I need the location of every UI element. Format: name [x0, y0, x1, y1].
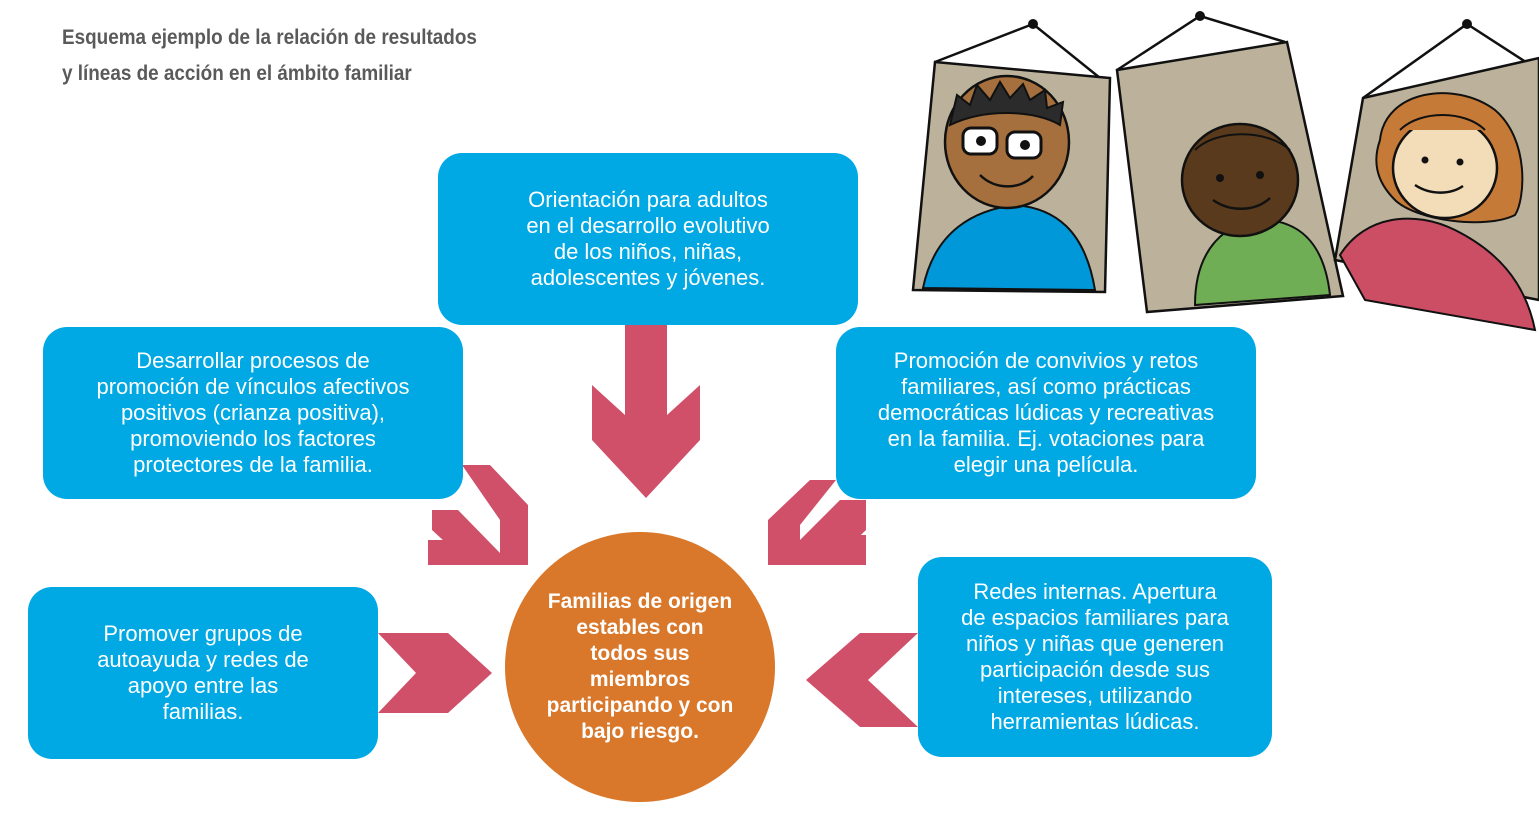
box-top-line: en el desarrollo evolutivo: [526, 213, 770, 238]
box-left-lower-line: familias.: [162, 699, 244, 724]
arrow-chevron-upper-right-3: [830, 535, 866, 565]
center-line: estables con: [576, 616, 704, 639]
center-line: bajo riesgo.: [581, 720, 699, 743]
box-right-lower-line: Redes internas. Apertura: [973, 579, 1217, 604]
arrow-right-head: [400, 633, 492, 713]
center-line: miembros: [589, 668, 691, 691]
box-right-upper-line: en la familia. Ej. votaciones para: [887, 426, 1205, 451]
family-portraits-illustration: [911, 11, 1539, 332]
box-internal-networks: Redes internas. Apertura de espacios fam…: [918, 557, 1272, 757]
center-line: todos sus: [590, 642, 690, 665]
arrow-chevron-upper-left-2: [432, 510, 500, 565]
box-left-lower-line: autoayuda y redes de: [97, 647, 309, 672]
portrait-frame-girl: [1333, 19, 1539, 332]
box-top-line: de los niños, niñas,: [553, 239, 743, 264]
center-line: Familias de origen: [547, 590, 733, 613]
box-right-upper-line: familiares, así como prácticas: [901, 374, 1191, 399]
arrow-chevron-upper-right-1: [768, 480, 836, 565]
portrait-frame-boy-glasses: [911, 19, 1112, 294]
box-family-activities: Promoción de convivios y retos familiare…: [836, 327, 1256, 499]
box-right-lower-line: de espacios familiares para: [961, 605, 1229, 630]
box-left-upper-line: promoviendo los factores: [130, 426, 376, 451]
arrow-chevron-upper-left-3: [428, 540, 470, 565]
box-left-upper-line: promoción de vínculos afectivos: [96, 374, 410, 399]
diagram-title: Esquema ejemplo de la relación de result…: [62, 20, 566, 92]
box-left-upper-line: positivos (crianza positiva),: [120, 400, 386, 425]
box-self-help-groups: Promover grupos de autoayuda y redes de …: [28, 587, 378, 759]
box-adult-orientation: Orientación para adultos en el desarroll…: [438, 153, 858, 325]
arrow-chevron-upper-left-1: [462, 465, 528, 565]
box-top-line: adolescentes y jóvenes.: [530, 265, 766, 290]
box-right-upper-line: Promoción de convivios y retos: [893, 348, 1199, 373]
arrow-down: [592, 325, 700, 498]
title-line-1: Esquema ejemplo de la relación de result…: [62, 26, 477, 49]
center-circle-stable-families: Familias de origen estables con todos su…: [505, 532, 775, 802]
title-line-2: y líneas de acción en el ámbito familiar: [62, 62, 412, 85]
box-right-upper-line: democráticas lúdicas y recreativas: [877, 400, 1215, 425]
box-right-lower-line: herramientas lúdicas.: [990, 709, 1200, 734]
box-left-upper-line: protectores de la familia.: [133, 452, 373, 477]
box-left-lower-line: Promover grupos de: [103, 621, 303, 646]
center-line: participando y con: [546, 694, 734, 717]
box-right-lower-line: intereses, utilizando: [997, 683, 1193, 708]
arrow-chevron-upper-right-2: [800, 500, 866, 565]
box-left-lower-line: apoyo entre las: [127, 673, 279, 698]
portrait-frame-boy-smiling: [1115, 11, 1345, 314]
box-right-lower-line: niños y niñas que generen: [965, 631, 1225, 656]
arrow-left: [806, 633, 918, 727]
box-affective-bonds: Desarrollar procesos de promoción de vín…: [43, 327, 463, 499]
box-right-lower-line: participación desde sus: [980, 657, 1210, 682]
box-top-line: Orientación para adultos: [528, 187, 768, 212]
box-right-upper-line: elegir una película.: [953, 452, 1139, 477]
box-left-upper-line: Desarrollar procesos de: [136, 348, 370, 373]
